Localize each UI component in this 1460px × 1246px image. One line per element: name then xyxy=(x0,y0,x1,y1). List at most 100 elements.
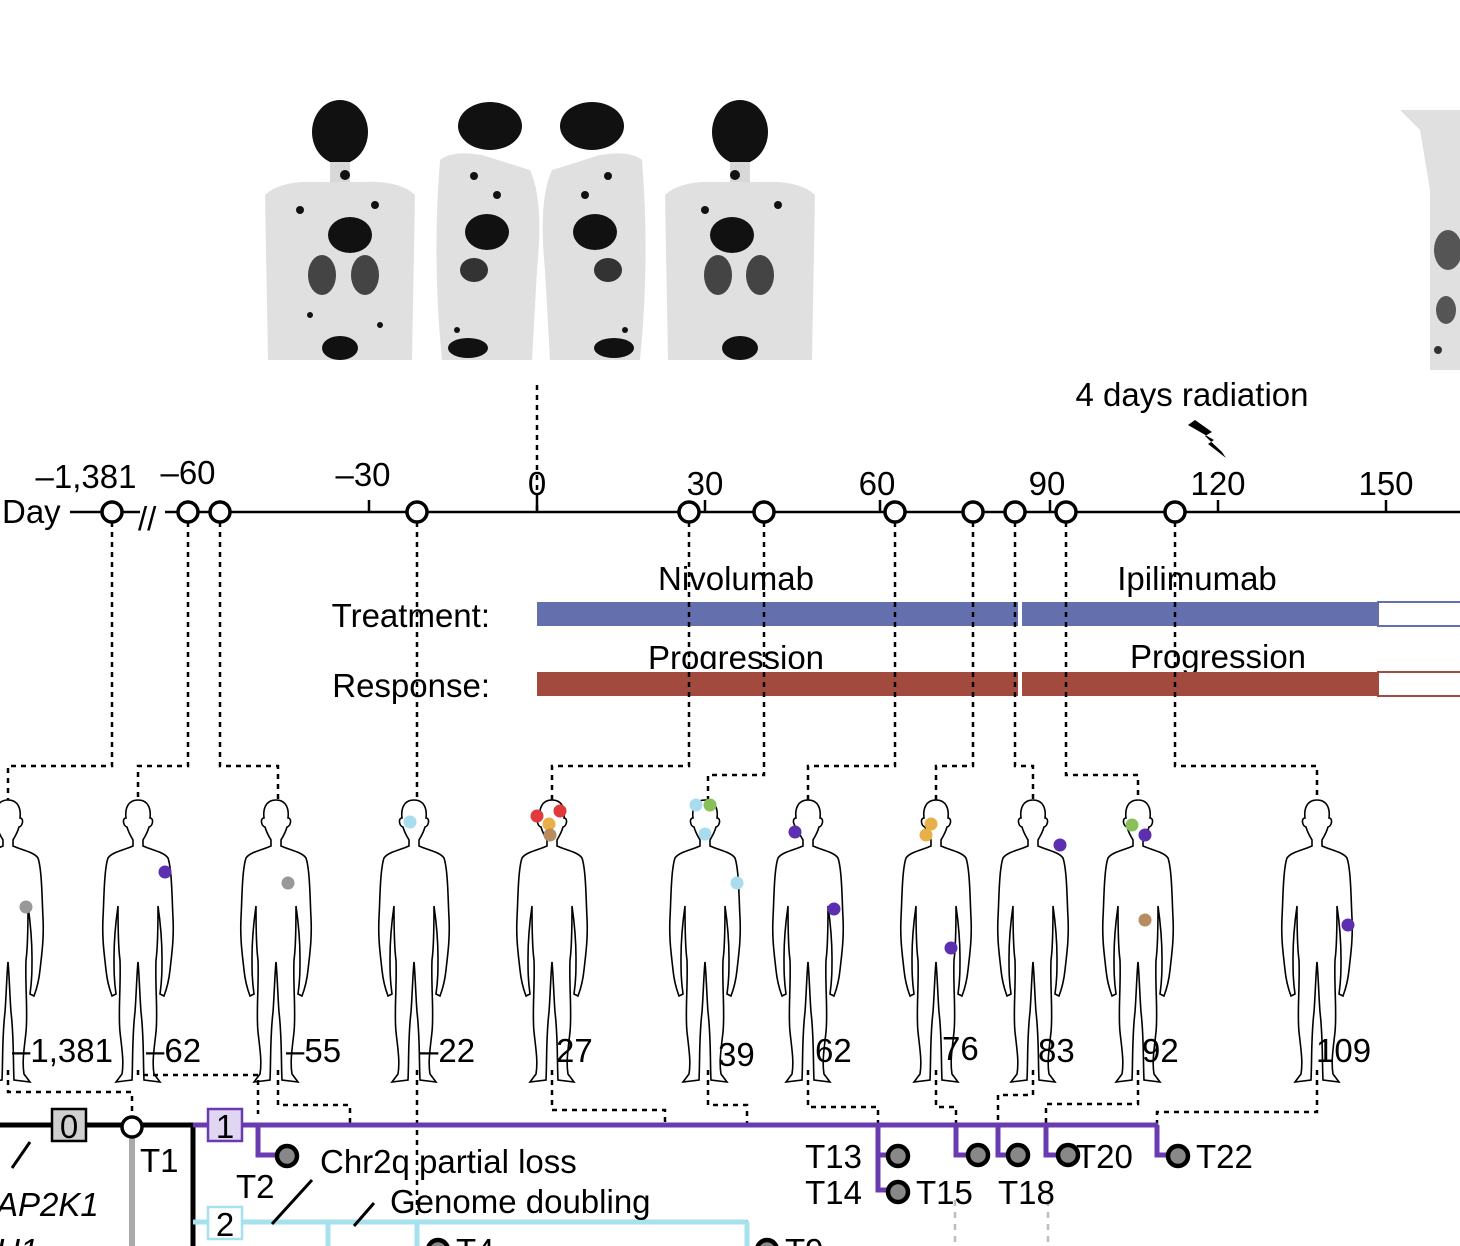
timepoint-connectors xyxy=(6,522,1319,800)
lesion-dot xyxy=(1138,913,1152,927)
sample-label: T4 xyxy=(456,1232,495,1246)
body-day-label: –1,381 xyxy=(12,1032,113,1069)
sample-label: T18 xyxy=(998,1174,1055,1211)
event-tick xyxy=(352,1202,376,1227)
event-label: Chr2q partial loss xyxy=(320,1143,577,1180)
body-day-label: 92 xyxy=(1142,1032,1179,1069)
tick-label: 0 xyxy=(528,465,546,502)
lesion-dot xyxy=(1138,828,1152,842)
body-day-label: 62 xyxy=(815,1032,852,1069)
lesion-dot xyxy=(1053,838,1067,852)
body-day-label: 109 xyxy=(1316,1032,1371,1069)
drug-label-nivolumab: Nivolumab xyxy=(658,560,814,597)
response-bar-continuation xyxy=(1377,671,1460,697)
timepoint-marker xyxy=(961,500,985,524)
body-day-label: 76 xyxy=(942,1030,979,1067)
clone-box-label: 2 xyxy=(216,1206,234,1243)
lesion-dot xyxy=(530,809,544,823)
response-bar-1 xyxy=(537,672,1018,696)
tick-label: 90 xyxy=(1029,465,1066,502)
tick-label: 150 xyxy=(1358,465,1413,502)
lesion-dot xyxy=(689,798,703,812)
tick-label: 30 xyxy=(687,465,724,502)
event-label: Genome doubling xyxy=(390,1183,651,1220)
lesion-dot xyxy=(788,825,802,839)
drug-label-ipilimumab: Ipilimumab xyxy=(1117,560,1277,597)
lesion-dot xyxy=(403,815,417,829)
timepoint-marker xyxy=(1003,500,1027,524)
lesion-dot xyxy=(827,902,841,916)
body-day-label: –62 xyxy=(146,1032,201,1069)
response-state-clip: Progression xyxy=(648,639,824,669)
clone-2-branch xyxy=(193,1219,750,1246)
sample-nodes xyxy=(274,1142,1191,1246)
timepoint-marker xyxy=(176,500,200,524)
event-tick xyxy=(270,1178,314,1226)
tick-label: –30 xyxy=(335,456,390,493)
tick-label: 120 xyxy=(1190,465,1245,502)
sample-node-t13 xyxy=(885,1143,911,1169)
timepoint-marker xyxy=(208,500,232,524)
clone-box-label: 0 xyxy=(60,1108,78,1145)
clone-box-label: 1 xyxy=(216,1108,234,1145)
clone-box-2 xyxy=(206,1205,244,1241)
body-day-label: 39 xyxy=(718,1036,755,1073)
body-day-label: 83 xyxy=(1038,1032,1075,1069)
response-label: Response: xyxy=(332,667,490,704)
treatment-row: Treatment: Nivolumab Ipilimumab xyxy=(332,560,1460,634)
sample-label: T1 xyxy=(140,1142,179,1179)
body-day-label: –55 xyxy=(286,1032,341,1069)
timepoint-marker xyxy=(677,500,701,524)
sample-label: T20 xyxy=(1076,1138,1133,1175)
timeline-axis: Day // –1,381 –60 –30 0 30 60 90 120 150 xyxy=(2,376,1460,537)
sample-label: T9 xyxy=(785,1232,824,1246)
clone-box-0 xyxy=(50,1107,88,1143)
pet-scan-body-icon xyxy=(665,100,815,360)
lesion-dot xyxy=(919,828,933,842)
response-bar-2 xyxy=(1022,672,1378,696)
sample-node-t20 xyxy=(1055,1142,1081,1168)
lesion-dots xyxy=(19,798,1355,955)
gene-label: U1 xyxy=(0,1232,38,1246)
timepoint-marker xyxy=(752,500,776,524)
lesion-dot xyxy=(1125,818,1139,832)
body-day-labels: –1,381 –62 –55 –22 27 39 62 76 83 92 109 xyxy=(12,1030,1371,1073)
response-row: Response: Progression Progression xyxy=(332,638,1460,704)
timepoint-marker xyxy=(1163,500,1187,524)
lesion-dot xyxy=(158,865,172,879)
mutation-tick xyxy=(10,1141,32,1169)
phylogenetic-tree: 0 T1 AP2K1 U1 1 2 xyxy=(0,1107,1253,1246)
tick-label: –60 xyxy=(160,454,215,491)
timepoint-marker xyxy=(1054,500,1078,524)
sample-label: T2 xyxy=(236,1168,275,1205)
lightning-bolt-icon xyxy=(1188,420,1226,458)
response-state-label: Progression xyxy=(1130,638,1306,675)
sample-node-t1 xyxy=(120,1115,144,1139)
pet-scan-body-icon xyxy=(265,100,415,360)
sample-node-t15 xyxy=(965,1142,991,1168)
lesion-dot xyxy=(698,827,712,841)
tick-label: 60 xyxy=(859,465,896,502)
axis-label: Day xyxy=(2,493,61,530)
lesion-dot xyxy=(730,876,744,890)
lesion-dot xyxy=(944,941,958,955)
lesion-dot xyxy=(924,817,938,831)
sample-node-t14 xyxy=(885,1179,911,1205)
gene-label: AP2K1 xyxy=(0,1186,99,1223)
sample-node-t9 xyxy=(755,1237,779,1246)
treatment-bar-continuation xyxy=(1377,601,1460,627)
timepoint-marker xyxy=(883,500,907,524)
sample-label: T14 xyxy=(805,1174,862,1211)
timepoint-marker xyxy=(405,500,429,524)
radiation-label: 4 days radiation xyxy=(1076,376,1309,413)
lesion-dot xyxy=(553,804,567,818)
lesion-dot xyxy=(1341,918,1355,932)
axis-break-mark: // xyxy=(138,500,157,537)
clone-box-1 xyxy=(206,1107,244,1143)
pet-scan-images xyxy=(265,100,1460,370)
sample-node-t18 xyxy=(1005,1142,1031,1168)
pet-scan-body-icon xyxy=(1400,110,1460,370)
pet-scan-body-icon xyxy=(436,102,540,360)
sample-label: T13 xyxy=(805,1138,862,1175)
